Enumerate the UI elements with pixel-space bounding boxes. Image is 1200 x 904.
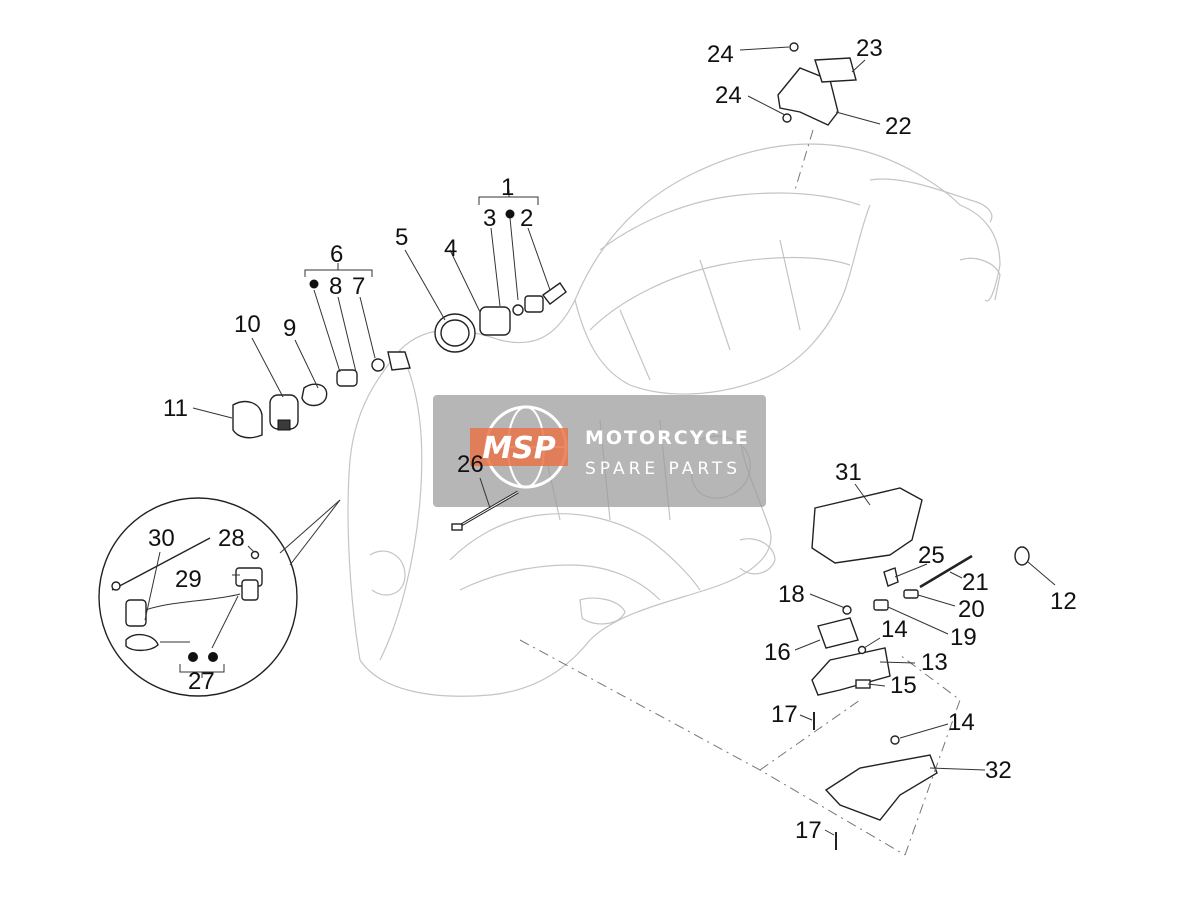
msp-logo-badge	[470, 428, 568, 466]
callout-15: 15	[890, 672, 917, 699]
callout-11: 11	[163, 395, 188, 422]
part-9-clip	[301, 383, 328, 407]
callout-3: 3	[483, 205, 496, 232]
callout-1: 1	[501, 174, 514, 201]
callout-8: 8	[329, 273, 342, 300]
assembly-lines	[519, 129, 961, 856]
part-20-adjuster	[903, 589, 919, 599]
callout-17: 17	[795, 817, 822, 844]
callout-16: 16	[764, 639, 791, 666]
part-32-tray	[824, 754, 938, 821]
callout-10: 10	[234, 311, 261, 338]
part-12-ring	[1014, 546, 1030, 566]
watermark-line1: MOTORCYCLE	[585, 427, 750, 449]
part-16-latch	[817, 617, 859, 649]
part-2-key-barrel	[524, 295, 544, 313]
callout-32: 32	[985, 757, 1012, 784]
part-26-cable	[451, 490, 519, 531]
part-21-cable	[919, 554, 973, 589]
part-2-key	[541, 282, 567, 305]
logo-text: MSP	[482, 431, 555, 466]
part-4-cylinder	[479, 306, 511, 336]
callout-14: 14	[948, 709, 975, 736]
callout-24: 24	[715, 82, 742, 109]
callout-30: 30	[148, 525, 175, 552]
connector	[125, 599, 147, 627]
part-31-cover	[811, 487, 923, 564]
part-14-screw	[890, 735, 900, 745]
callout-31: 31	[835, 459, 862, 486]
callout-14: 14	[881, 616, 908, 643]
part-13-bracket	[811, 647, 891, 696]
hinge-parts	[777, 42, 857, 126]
part-8-sleeve	[336, 369, 358, 387]
part-30-tie	[111, 537, 211, 591]
part-19-fitting	[873, 599, 889, 611]
part-28-screw	[250, 550, 260, 560]
callout-18: 18	[778, 581, 805, 608]
callout-23: 23	[856, 35, 883, 62]
lock-parts	[232, 282, 567, 439]
callout-13: 13	[921, 649, 948, 676]
callout-27: 27	[188, 668, 215, 695]
part-24-screw	[782, 113, 792, 123]
inset-detail	[98, 497, 341, 697]
inset-circle	[98, 497, 298, 697]
callout-21: 21	[962, 569, 989, 596]
part-25-clip	[883, 567, 899, 587]
callout-2: 2	[520, 205, 533, 232]
kit-dot	[188, 652, 198, 662]
callout-28: 28	[218, 525, 245, 552]
callout-22: 22	[885, 113, 912, 140]
kit-dot	[505, 209, 515, 219]
kit-dot	[309, 279, 319, 289]
callout-24: 24	[707, 41, 734, 68]
leader-lines	[144, 46, 1056, 836]
callout-26: 26	[457, 451, 484, 478]
right-parts	[811, 487, 1030, 850]
part-24-screw	[789, 42, 799, 52]
callout-7: 7	[352, 273, 365, 300]
callout-19: 19	[950, 624, 977, 651]
part-14-screw	[857, 645, 867, 655]
kit-dot	[208, 652, 218, 662]
watermark: MSP MOTORCYCLE SPARE PARTS	[433, 395, 766, 507]
part-11-cap	[232, 400, 263, 439]
part-27-connector	[125, 633, 159, 652]
callout-6: 6	[330, 241, 343, 268]
watermark-line2: SPARE PARTS	[585, 459, 741, 479]
callout-9: 9	[283, 315, 296, 342]
callout-20: 20	[958, 596, 985, 623]
callout-17: 17	[771, 701, 798, 728]
callouts: 1 2 3 4 5 6 7 8 9 10 11 12 13 14 14 15 1…	[148, 35, 1077, 844]
callout-29: 29	[175, 566, 202, 593]
callout-12: 12	[1050, 588, 1077, 615]
part-3-oring	[512, 304, 524, 316]
callout-4: 4	[444, 235, 457, 262]
callout-5: 5	[395, 224, 408, 251]
callout-25: 25	[918, 542, 945, 569]
part-7-nut	[371, 358, 385, 372]
part-23-hinge	[814, 57, 857, 83]
part-15-nut	[855, 679, 871, 689]
